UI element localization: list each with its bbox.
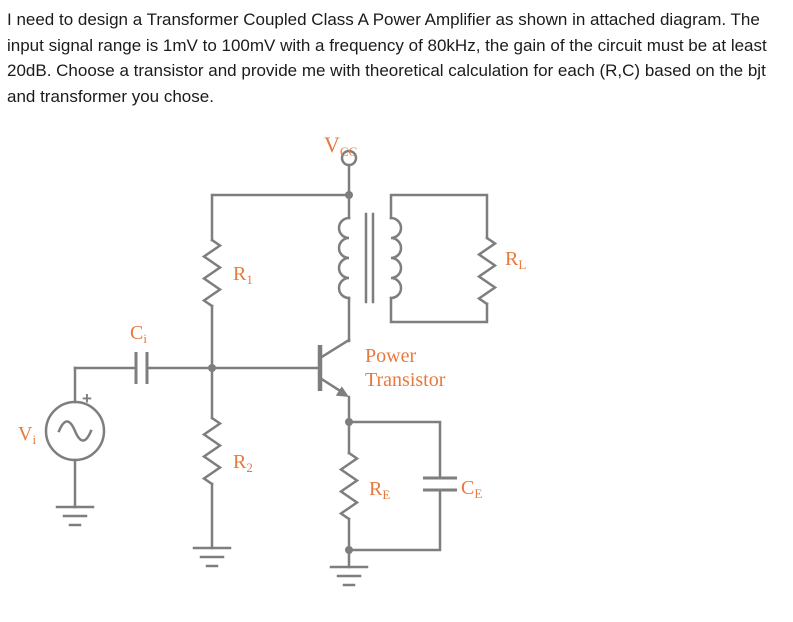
r2-resistor: [201, 416, 223, 486]
transformer-primary-coil: [337, 216, 351, 300]
re-label: RE: [369, 478, 390, 502]
vi-label: Vi: [18, 423, 36, 447]
r1-resistor: [201, 238, 223, 308]
ground-symbol-r2: [192, 546, 232, 568]
ci-label: Ci: [130, 322, 147, 346]
r1-label: R1: [233, 263, 253, 287]
rl-label: RL: [505, 248, 526, 272]
transformer-secondary-coil: [389, 216, 403, 300]
transformer: [337, 212, 403, 304]
ce-label: CE: [461, 477, 482, 501]
source-plus-sign: +: [82, 389, 92, 408]
junction-dot-vcc: [345, 191, 353, 199]
circuit-svg: +: [18, 132, 526, 587]
rl-resistor: [476, 236, 498, 306]
ce-top-wire: [347, 420, 442, 480]
ground-symbol-emitter: [329, 565, 369, 587]
ce-bottom-wire: [347, 488, 442, 552]
secondary-top-wire: [389, 193, 489, 240]
bjt-transistor: [317, 338, 351, 397]
power-transistor-label-line1: Power: [365, 345, 416, 367]
top-rail-wire: [210, 193, 351, 242]
question-text: I need to design a Transformer Coupled C…: [7, 10, 767, 106]
sine-wave-icon: [57, 420, 93, 442]
re-resistor: [338, 451, 360, 521]
circuit-diagram: +: [0, 110, 793, 622]
secondary-bottom-wire: [389, 296, 489, 324]
ground-symbol-source: [55, 505, 95, 527]
vcc-label: VCC: [324, 132, 357, 159]
bjt-collector-lead: [318, 338, 351, 360]
power-transistor-label-line2: Transistor: [365, 369, 446, 391]
r2-label: R2: [233, 451, 253, 475]
emitter-arrow-icon: [335, 386, 349, 397]
